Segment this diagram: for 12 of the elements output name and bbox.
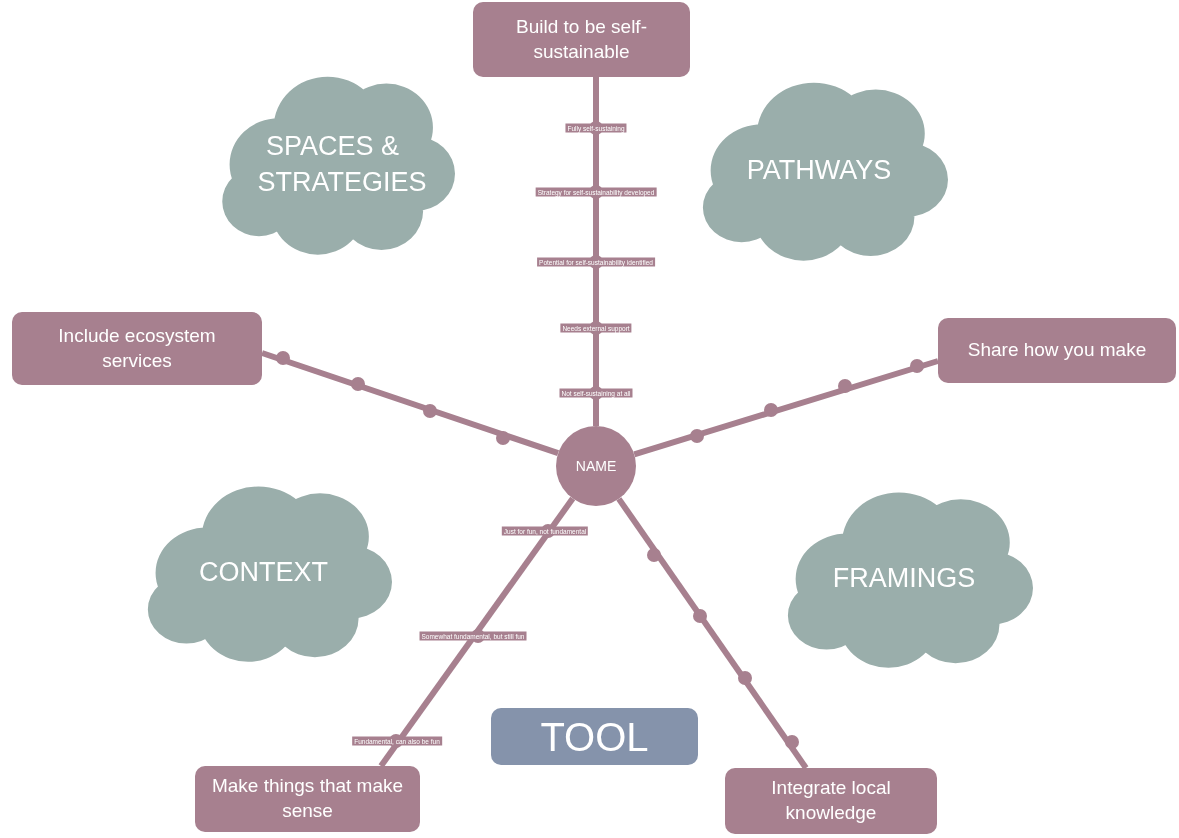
spoke-line bbox=[616, 497, 809, 770]
text-box: Build to be self-sustainable bbox=[473, 2, 690, 77]
spoke-line bbox=[261, 350, 560, 457]
spoke-line bbox=[378, 496, 576, 768]
center-circle: NAME bbox=[556, 426, 636, 506]
text-box: Integrate local knowledge bbox=[725, 768, 937, 834]
spoke-line bbox=[633, 358, 939, 458]
text-box: Include ecosystem services bbox=[12, 312, 262, 385]
title-box: TOOL bbox=[491, 708, 698, 765]
text-box: Make things that make sense bbox=[195, 766, 420, 832]
spoke-line bbox=[593, 77, 599, 426]
text-box: Share how you make bbox=[938, 318, 1176, 383]
